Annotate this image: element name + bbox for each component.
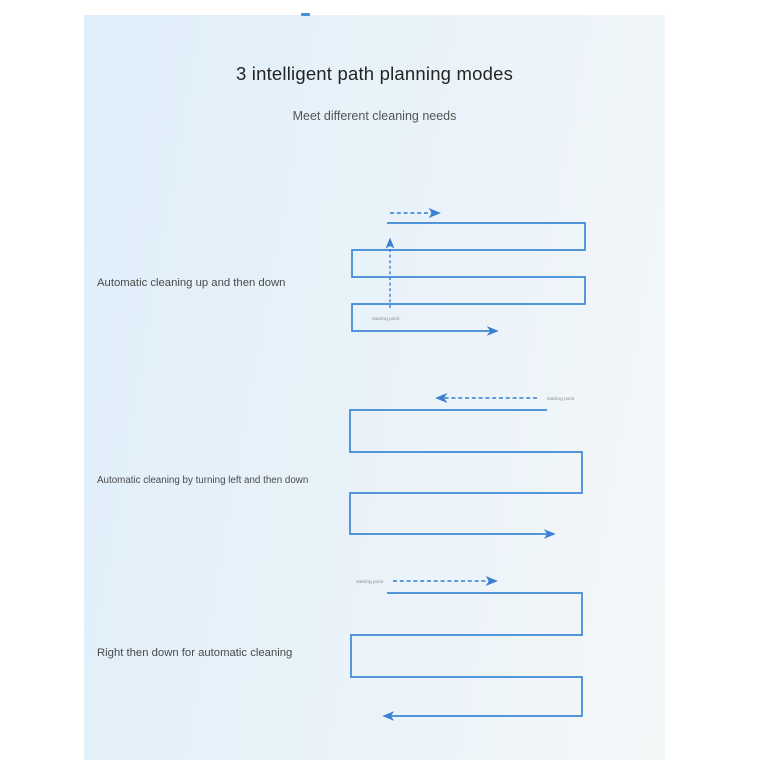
serpentine-path bbox=[349, 409, 583, 539]
path-diagram-up-then-down: starting point bbox=[351, 207, 586, 336]
serpentine-path bbox=[350, 592, 583, 721]
page-title: 3 intelligent path planning modes bbox=[235, 63, 514, 84]
starting-point-label: starting point bbox=[372, 316, 400, 322]
path-diagram-turn-left-then-down: starting point bbox=[349, 392, 583, 539]
starting-point-label: starting point bbox=[547, 396, 575, 402]
path-diagram-right-then-down: starting point bbox=[350, 575, 583, 721]
page-subtitle: Meet different cleaning needs bbox=[292, 109, 457, 123]
mode-label-up-then-down: Automatic cleaning up and then down bbox=[97, 277, 286, 289]
starting-point-label: starting point bbox=[356, 579, 384, 585]
mode-label-turn-left-then-down: Automatic cleaning by turning left and t… bbox=[97, 475, 309, 486]
mode-label-right-then-down: Right then down for automatic cleaning bbox=[97, 647, 293, 659]
clipped-content-fragment bbox=[301, 13, 310, 16]
serpentine-path bbox=[351, 222, 586, 336]
